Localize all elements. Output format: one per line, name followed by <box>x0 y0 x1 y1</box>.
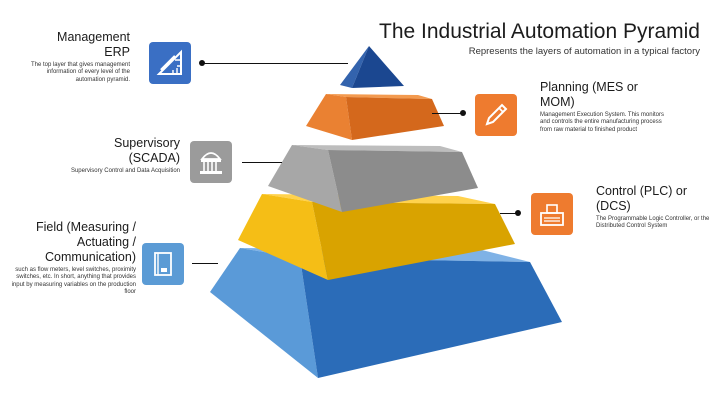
pyramid-tier-planning-left <box>306 94 352 140</box>
pyramid-tier-field-right <box>300 258 562 378</box>
field-heading: Field (Measuring / Actuating / Communica… <box>35 220 136 264</box>
pencil-icon <box>475 94 517 136</box>
planning-connector-dot <box>460 110 466 116</box>
pyramid-tier-supervisory-right <box>328 150 478 212</box>
supervisory-label-block: Supervisory (SCADA) Supervisory Control … <box>70 136 180 175</box>
planning-label-block: Planning (MES or MOM) Management Executi… <box>540 80 670 134</box>
control-heading: Control (PLC) or (DCS) <box>596 184 687 213</box>
erp-label-block: Management ERP The top layer that gives … <box>20 30 130 84</box>
control-connector-line <box>500 212 518 214</box>
supervisory-description: Supervisory Control and Data Acquisition <box>70 168 180 174</box>
planning-heading: Planning (MES or MOM) <box>540 80 638 109</box>
supervisory-heading: Supervisory (SCADA) <box>114 136 180 165</box>
pyramid-tier-erp-left <box>340 46 369 88</box>
pyramid-tier-field-left <box>210 248 318 378</box>
pyramid-tier-control-right <box>312 202 515 280</box>
control-connector-dot <box>515 210 521 216</box>
field-description: such as flow meters, level switches, pro… <box>11 267 136 296</box>
control-label-block: Control (PLC) or (DCS) The Programmable … <box>596 184 711 231</box>
erp-description: The top layer that gives management info… <box>30 62 130 83</box>
page-title: The Industrial Automation Pyramid <box>379 20 700 43</box>
erp-connector-line <box>203 62 348 64</box>
control-description: The Programmable Logic Controller, or th… <box>596 216 710 230</box>
erp-heading: Management ERP <box>57 30 130 59</box>
pyramid-tier-planning-top <box>326 94 432 99</box>
pyramid-tier-erp-right <box>352 46 404 88</box>
building-icon <box>190 141 232 183</box>
erp-connector-dot <box>199 60 205 66</box>
field-connector-line <box>192 262 218 264</box>
page-subtitle: Represents the layers of automation in a… <box>468 46 700 57</box>
planning-connector-line <box>432 112 462 114</box>
pyramid-tier-planning-right <box>346 97 444 140</box>
controller-icon <box>531 193 573 235</box>
pyramid-tier-supervisory-left <box>268 145 342 212</box>
supervisory-connector-line <box>242 161 282 163</box>
book-icon <box>142 243 184 285</box>
pyramid-tier-control-left <box>238 194 328 280</box>
pyramid-tier-supervisory-top <box>292 145 462 152</box>
planning-description: Management Execution System. This monito… <box>540 112 664 133</box>
ruler-pencil-icon <box>149 42 191 84</box>
field-label-block: Field (Measuring / Actuating / Communica… <box>10 220 136 297</box>
